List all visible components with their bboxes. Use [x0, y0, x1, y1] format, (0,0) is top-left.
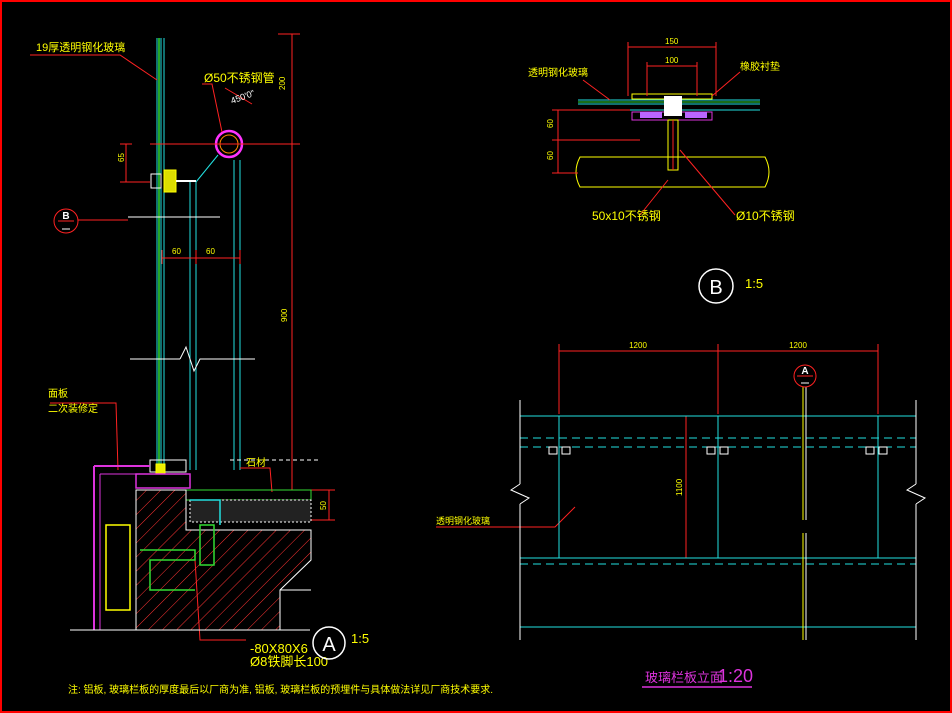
label-angle: 450'0": [229, 88, 256, 106]
label-b-steel-plate: 50x10不锈钢: [592, 209, 661, 223]
detail-a-title-circle: [312, 626, 346, 660]
break-line-a: [130, 345, 255, 373]
dim-65: 65: [117, 153, 126, 162]
floor-slab: [70, 459, 320, 631]
base-shoe: [93, 459, 191, 630]
dim-100: 100: [665, 56, 679, 65]
section-marker-b: B: [53, 208, 220, 234]
embedded-steel: [105, 499, 221, 611]
detail-b-dimension-lines: [552, 42, 741, 216]
section-marker-a: A: [793, 364, 817, 640]
dim-150: 150: [665, 37, 679, 46]
label-pipe: Ø50不锈钢管: [204, 70, 275, 85]
footer-note: 注: 铝板, 玻璃栏板的厚度最后以厂商为准, 铝板, 玻璃栏板的预埋件与具体做法…: [68, 683, 493, 696]
elevation-clamps: [548, 446, 888, 455]
dim-50: 50: [319, 501, 328, 510]
section-marker-b-label: B: [62, 211, 69, 222]
dim-60-b2: 60: [546, 151, 555, 160]
label-b-glass: 透明钢化玻璃: [528, 66, 588, 79]
dim-60b: 60: [206, 247, 215, 256]
label-stone: 石材: [246, 456, 266, 469]
elevation-edges: [509, 400, 927, 640]
elevation-dimension-lines: [436, 344, 879, 558]
pipe-bracket: [150, 169, 196, 193]
label-panel-note: 二次装修定: [48, 402, 98, 415]
detail-b-title-circle: [698, 268, 734, 304]
detail-a-dimension-lines: [120, 33, 335, 521]
handrail-pipe-plan: [575, 156, 770, 188]
glass-panel-section: [156, 38, 241, 470]
label-elevation-glass: 透明钢化玻璃: [436, 515, 490, 526]
label-panel: 面板: [48, 387, 68, 400]
detail-a-scale: 1:5: [351, 631, 369, 646]
detail-a: B 19厚透明钢化玻璃 Ø50不锈钢管: [30, 33, 369, 669]
detail-b-title: B: [709, 277, 722, 299]
dim-1100: 1100: [675, 478, 684, 496]
dim-1200-b: 1200: [789, 341, 807, 350]
elevation-title: 玻璃栏板立面: [645, 670, 723, 685]
elevation: 1200 1200 1100: [436, 341, 927, 688]
label-b-pad: 橡胶衬垫: [740, 60, 780, 73]
section-marker-a-label: A: [801, 366, 808, 377]
elevation-scale: 1:20: [718, 666, 753, 686]
detail-b-scale: 1:5: [745, 276, 763, 291]
label-anchor: Ø8铁脚长100: [250, 654, 328, 669]
detail-b: 150 100 60 60 透明钢化玻璃 橡胶衬垫 50x10不锈钢 Ø10不锈…: [528, 37, 795, 304]
dim-900: 900: [280, 308, 289, 322]
dim-200: 200: [278, 76, 287, 90]
dim-1200-a: 1200: [629, 341, 647, 350]
detail-a-leaders: [30, 54, 273, 641]
clamp-fitting: [631, 93, 713, 171]
label-b-steel-bar: Ø10不锈钢: [736, 209, 795, 223]
detail-a-title: A: [322, 634, 336, 656]
label-angle-steel: -80X80X6: [250, 641, 308, 656]
dim-60a: 60: [172, 247, 181, 256]
label-glass: 19厚透明钢化玻璃: [36, 40, 125, 54]
dim-60-b1: 60: [546, 119, 555, 128]
elevation-rail-lines: [520, 415, 916, 628]
